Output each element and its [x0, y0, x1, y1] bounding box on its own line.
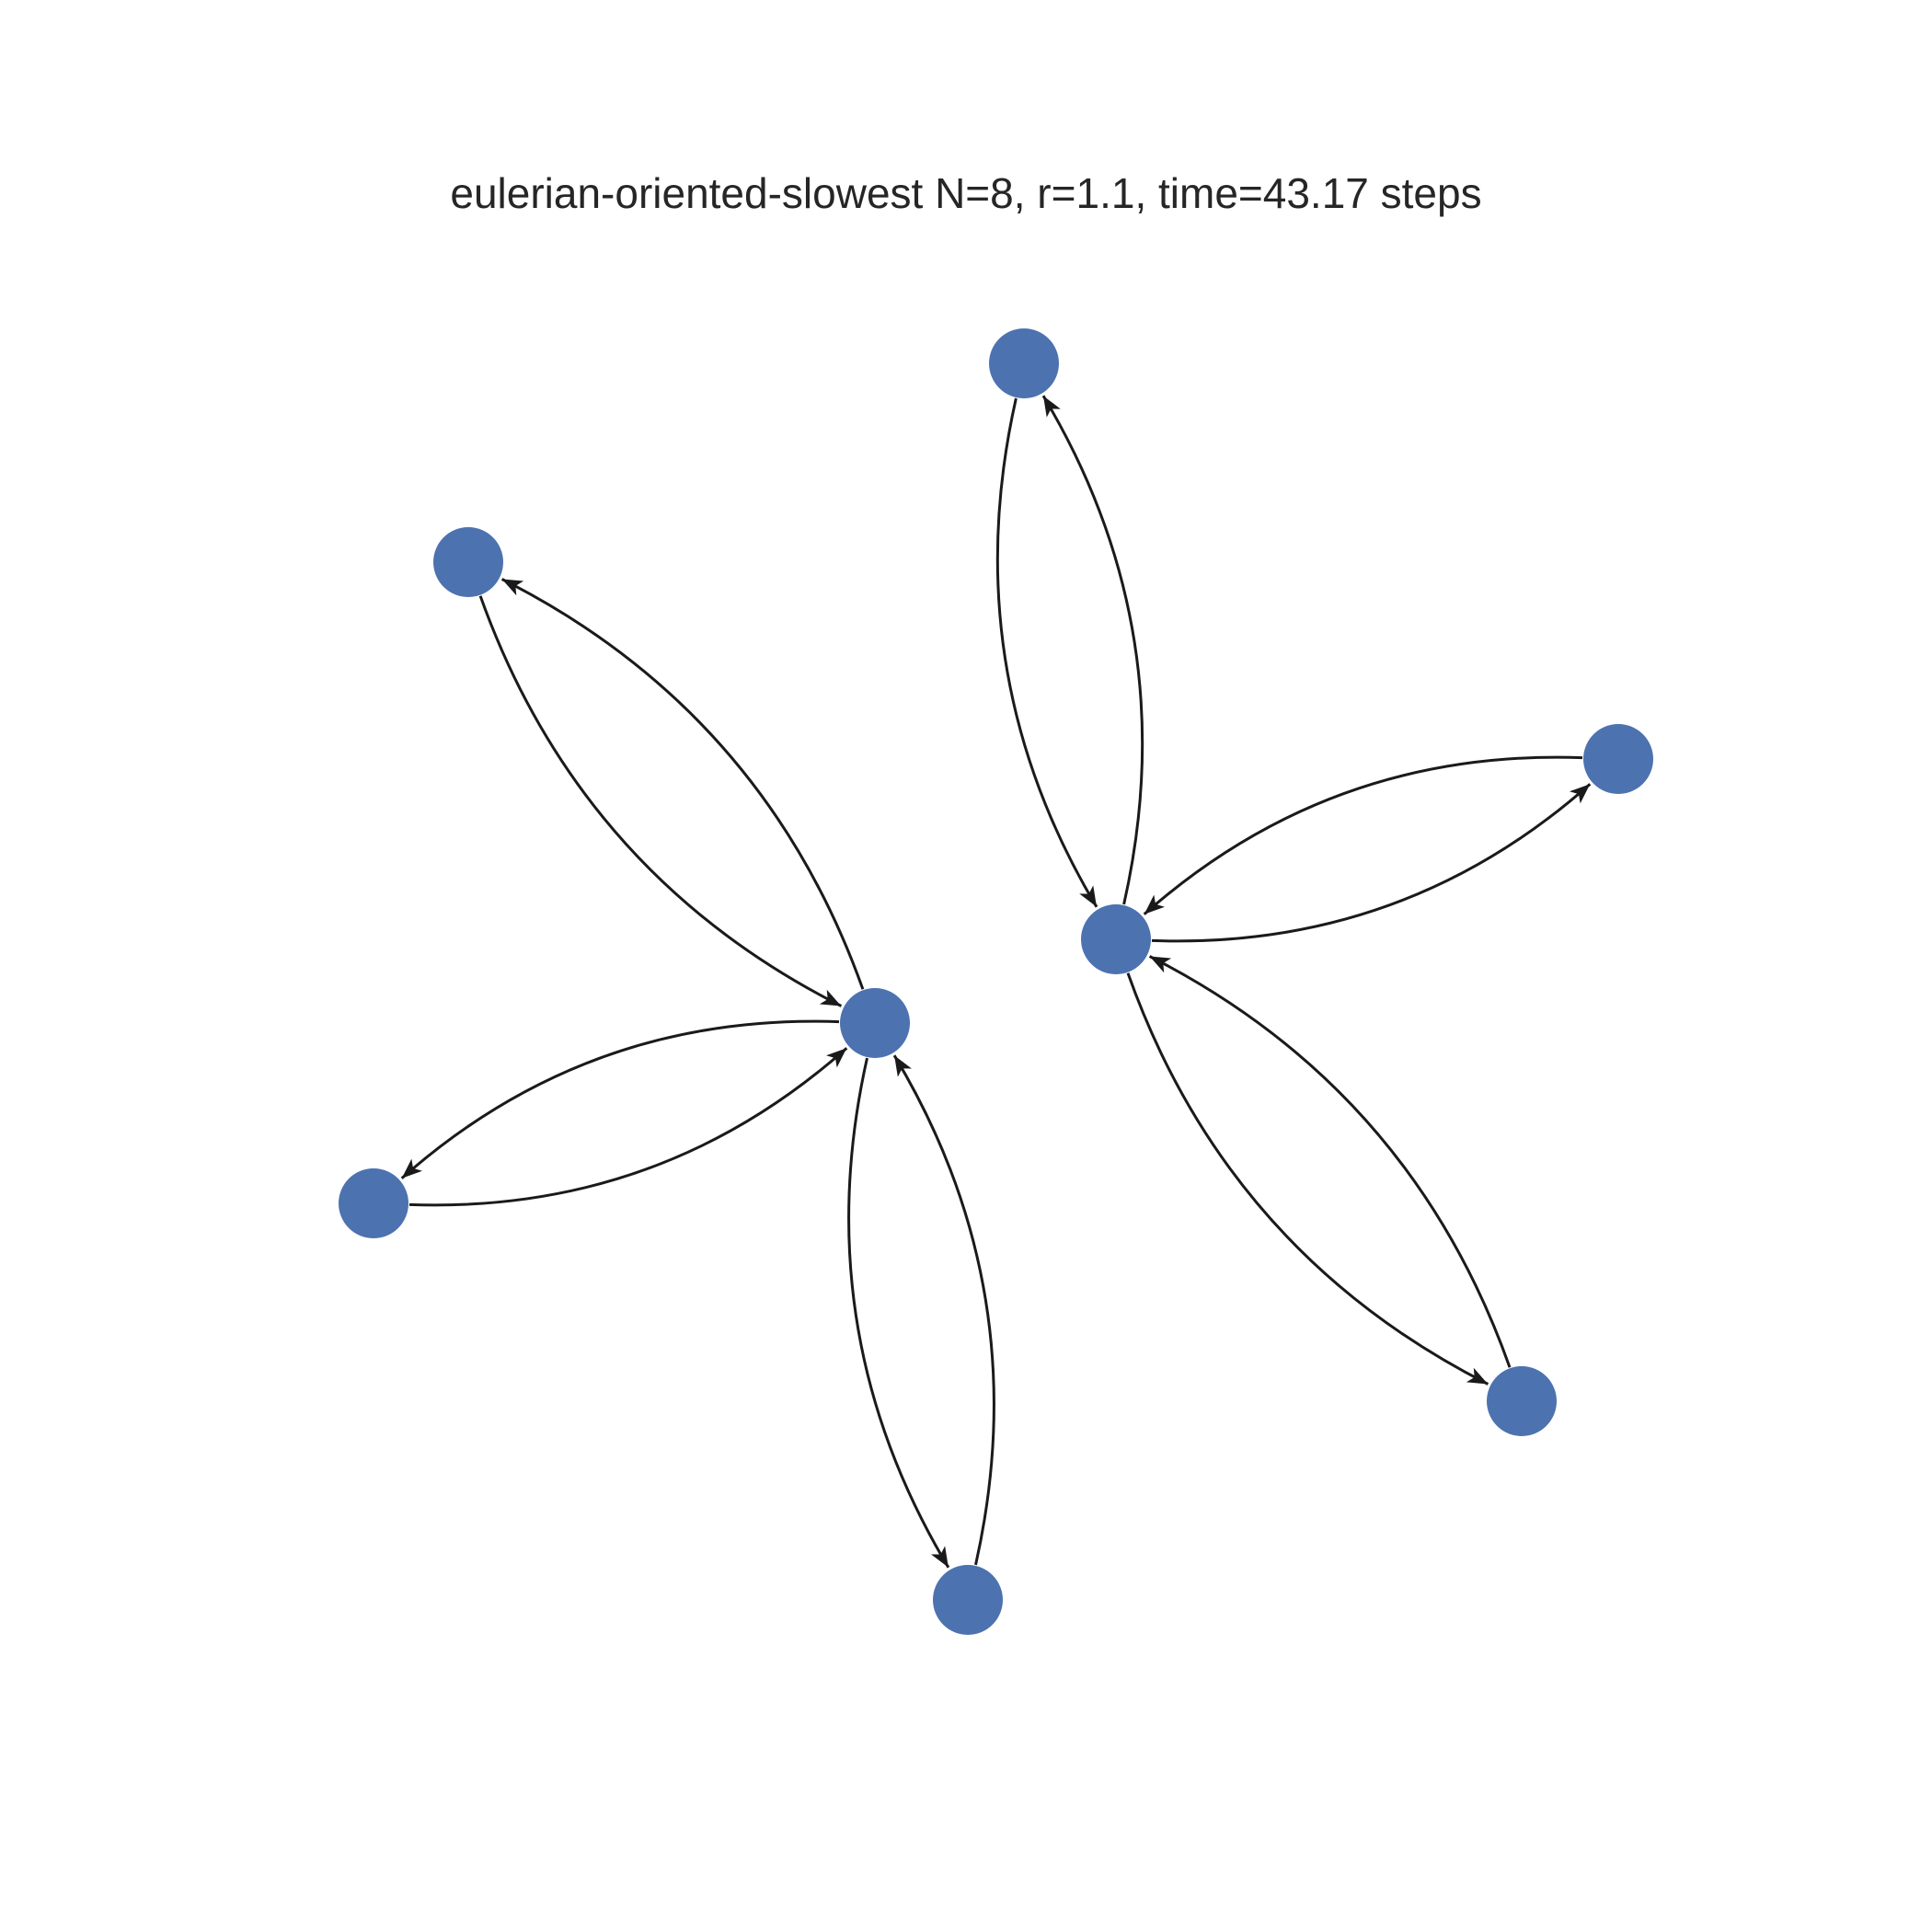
- edge-n6-to-n4: [1126, 972, 1489, 1386]
- edge-n4-to-n6: [1148, 955, 1512, 1368]
- node-n1: [433, 527, 503, 597]
- edge-n5-to-n7: [892, 1054, 995, 1566]
- edge-n6-to-n2: [1151, 783, 1592, 943]
- edge-n7-to-n3: [400, 1019, 840, 1179]
- node-n7: [840, 988, 910, 1058]
- edge-n1-to-n7: [478, 595, 843, 1007]
- node-n4: [1487, 1366, 1557, 1436]
- edge-n7-to-n5: [847, 1057, 950, 1569]
- nodes-layer: [339, 328, 1653, 1635]
- edge-n7-to-n1: [500, 578, 865, 990]
- node-n3: [339, 1168, 408, 1238]
- edge-n0-to-n6: [995, 397, 1098, 908]
- edges-layer: [400, 395, 1592, 1569]
- figure-title: eulerian-oriented-slowest N=8, r=1.1, ti…: [450, 169, 1482, 217]
- node-n5: [933, 1565, 1003, 1635]
- node-n6: [1081, 904, 1151, 974]
- edge-n2-to-n6: [1143, 755, 1583, 915]
- node-n2: [1583, 724, 1653, 794]
- edge-n3-to-n7: [408, 1047, 848, 1207]
- node-n0: [989, 328, 1059, 398]
- edge-n6-to-n0: [1041, 395, 1144, 905]
